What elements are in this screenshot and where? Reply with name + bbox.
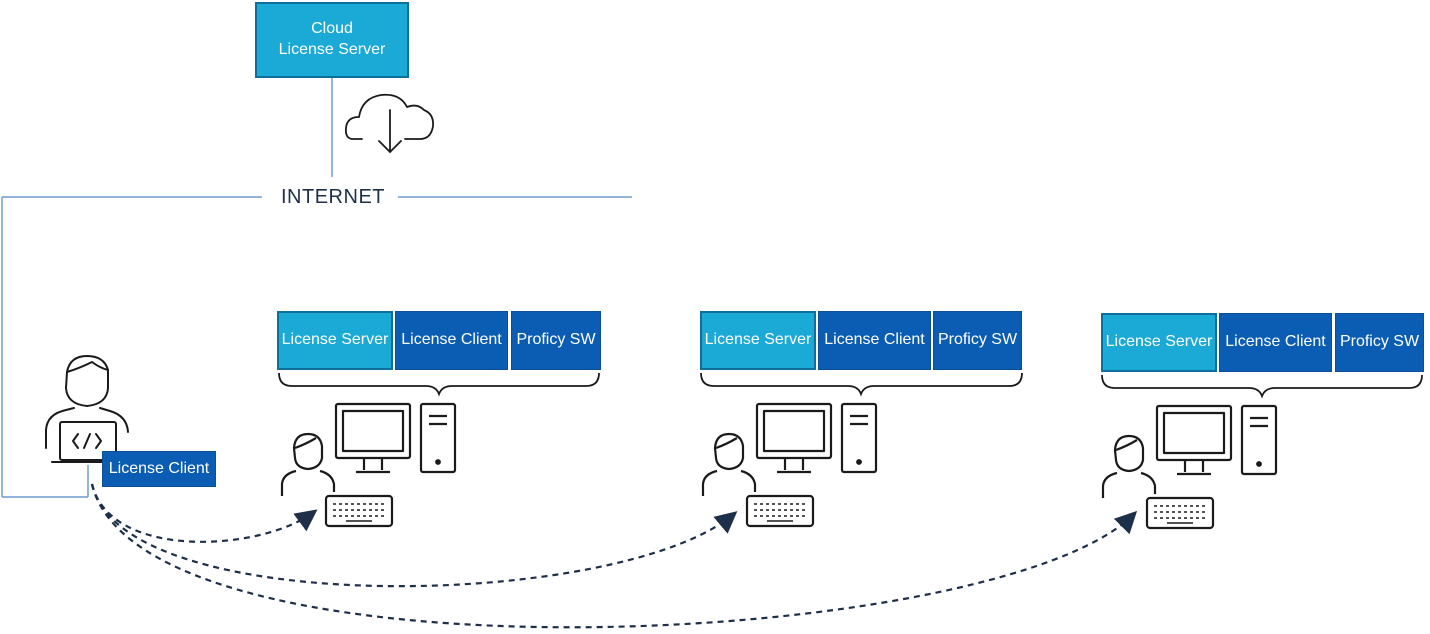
station-2-proficy-sw: Proficy SW (933, 311, 1022, 370)
station-brace-1 (278, 372, 600, 397)
station-3-license-client: License Client (1219, 313, 1332, 372)
station-1-proficy-sw: Proficy SW (511, 311, 601, 370)
internet-label: INTERNET (281, 186, 385, 208)
station-1-license-server: License Server (277, 311, 393, 370)
developer-license-client-box: License Client (102, 451, 216, 487)
workstation-icon-1 (280, 402, 457, 528)
cloud-server-line1: Cloud (311, 20, 353, 38)
distribution-arrow-2 (90, 483, 738, 588)
station-3-license-server: License Server (1101, 313, 1217, 372)
station-2-license-client: License Client (818, 311, 931, 370)
distribution-arrow-3 (90, 483, 1138, 629)
station-brace-3 (1101, 374, 1423, 399)
workstation-icon-3 (1101, 404, 1278, 530)
station-1-license-client: License Client (395, 311, 508, 370)
station-2-license-server: License Server (700, 311, 816, 370)
cloud-server-line2: License Server (278, 41, 386, 58)
cloud-license-server-box: Cloud License Server (255, 2, 409, 78)
station-brace-2 (700, 372, 1023, 397)
workstation-icon-2 (701, 402, 878, 528)
cloud-download-icon (344, 93, 434, 153)
station-3-proficy-sw: Proficy SW (1335, 313, 1424, 372)
distribution-arrow-1 (90, 483, 318, 543)
developer-icon (45, 355, 129, 463)
